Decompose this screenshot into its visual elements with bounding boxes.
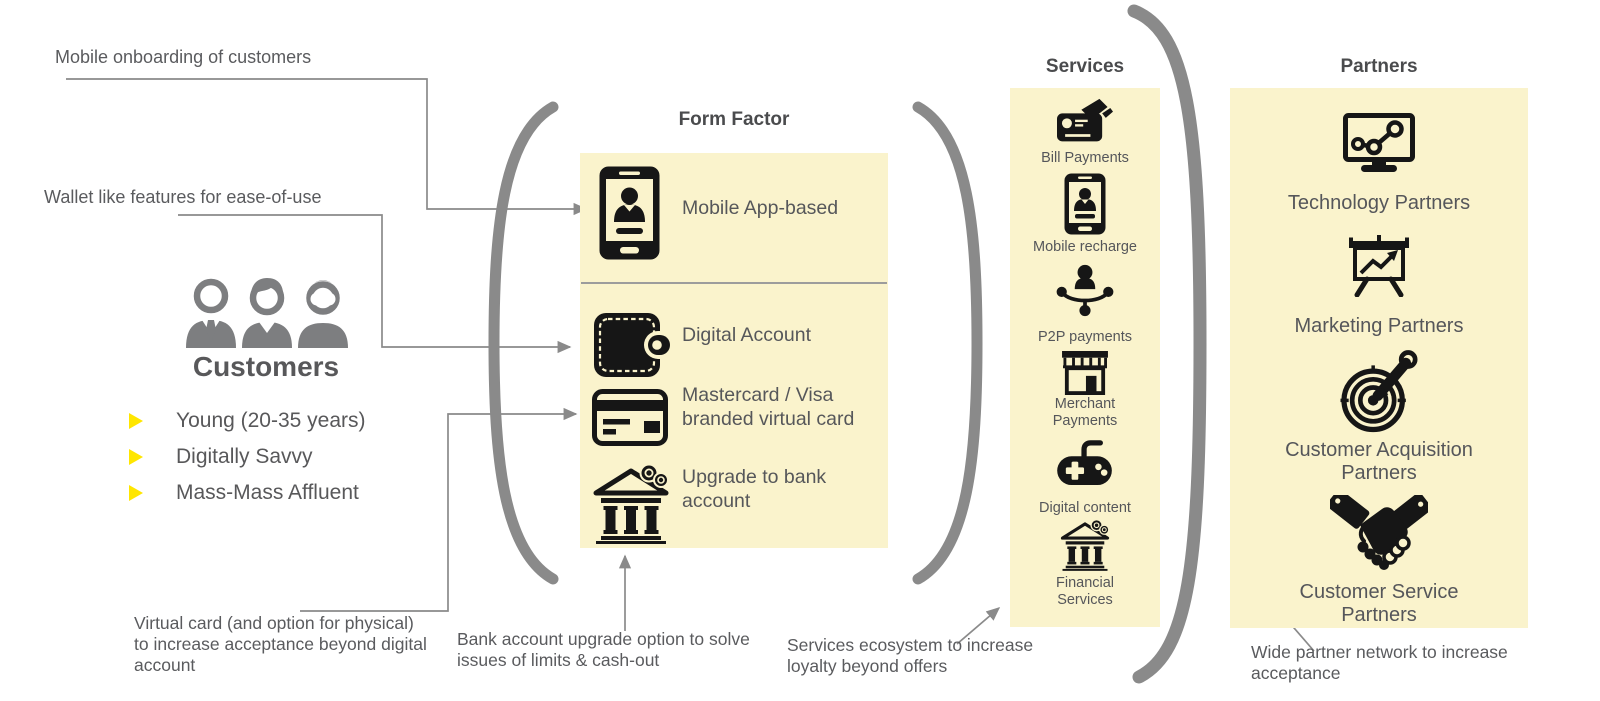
form-factor-item-label: Upgrade to bank account: [682, 466, 827, 512]
form-factor-item-label: Mastercard / Visa branded virtual card: [682, 384, 855, 430]
bracket-right-form-factor: [912, 101, 983, 585]
bracket-right-services: [1127, 4, 1207, 684]
annotation-bank-upgrade: Bank account upgrade option to solve iss…: [457, 629, 750, 670]
annotation-services-ecosystem: Services ecosystem to increase loyalty b…: [787, 635, 1034, 676]
monitor-chart-icon: [1343, 113, 1415, 175]
list-item: Digitally Savvy: [129, 444, 366, 470]
annotation-wallet-features: Wallet like features for ease-of-use: [44, 187, 322, 207]
partners-panel: Technology Partners Marketing Partners: [1230, 88, 1528, 628]
bracket-left-form-factor: [488, 101, 559, 585]
services-panel: Bill Payments Mobile recharge: [1010, 88, 1160, 627]
credit-card-icon: [592, 389, 668, 446]
form-factor-item-label: Mobile App-based: [682, 197, 839, 219]
triangle-bullet-icon: [129, 485, 143, 501]
annotation-mobile-onboarding: Mobile onboarding of customers: [55, 47, 312, 67]
partner-item-label: Technology Partners: [1287, 192, 1471, 214]
annotation-virtual-card: Virtual card (and option for physical) t…: [134, 613, 427, 675]
bullet-label: Young (20-35 years): [176, 409, 366, 432]
bullet-label: Digitally Savvy: [176, 445, 313, 468]
bullet-label: Mass-Mass Affluent: [176, 481, 359, 504]
storefront-icon: [1061, 351, 1109, 395]
triangle-bullet-icon: [129, 413, 143, 429]
partners-title: Partners: [1340, 56, 1418, 77]
mobile-recharge-icon: [1064, 173, 1106, 235]
customers-title: Customers: [192, 351, 340, 382]
annotation-partner-network: Wide partner network to increase accepta…: [1251, 642, 1508, 683]
list-item: Mass-Mass Affluent: [129, 480, 366, 506]
connector-wallet-features: [178, 214, 572, 354]
digital-wallet-icon: [594, 313, 674, 377]
people-group-icon: [178, 276, 356, 348]
triangle-bullet-icon: [129, 449, 143, 465]
handshake-icon: [1330, 495, 1428, 575]
target-pencil-icon: [1339, 349, 1419, 433]
bank-coins-icon: [1058, 518, 1112, 571]
form-factor-item-label: Digital Account: [682, 324, 811, 346]
bill-payments-icon: [1057, 98, 1113, 145]
form-factor-title: Form Factor: [678, 109, 790, 130]
connector-services-ecosystem: [956, 607, 1001, 645]
bank-coins-icon: [589, 462, 673, 544]
service-item-label: Merchant Payments: [1052, 396, 1118, 429]
presentation-chart-icon: [1346, 235, 1412, 297]
form-factor-divider: [581, 282, 887, 284]
connector-virtual-card: [300, 407, 578, 612]
mobile-app-icon: [599, 166, 660, 260]
list-item: Young (20-35 years): [129, 408, 366, 434]
service-item-label: Bill Payments: [1041, 150, 1129, 166]
service-item-label: Financial Services: [1055, 575, 1115, 608]
service-item-label: Digital content: [1039, 500, 1131, 516]
partner-item-label: Customer Service Partners: [1299, 581, 1459, 627]
service-item-label: P2P payments: [1037, 329, 1133, 345]
customers-bullet-list: Young (20-35 years) Digitally Savvy Mass…: [129, 408, 366, 516]
service-item-label: Mobile recharge: [1033, 239, 1137, 255]
partner-item-label: Customer Acquisition Partners: [1285, 439, 1473, 485]
p2p-network-icon: [1055, 264, 1115, 318]
game-controller-icon: [1057, 440, 1113, 486]
partner-item-label: Marketing Partners: [1294, 315, 1464, 337]
services-title: Services: [1045, 56, 1125, 77]
